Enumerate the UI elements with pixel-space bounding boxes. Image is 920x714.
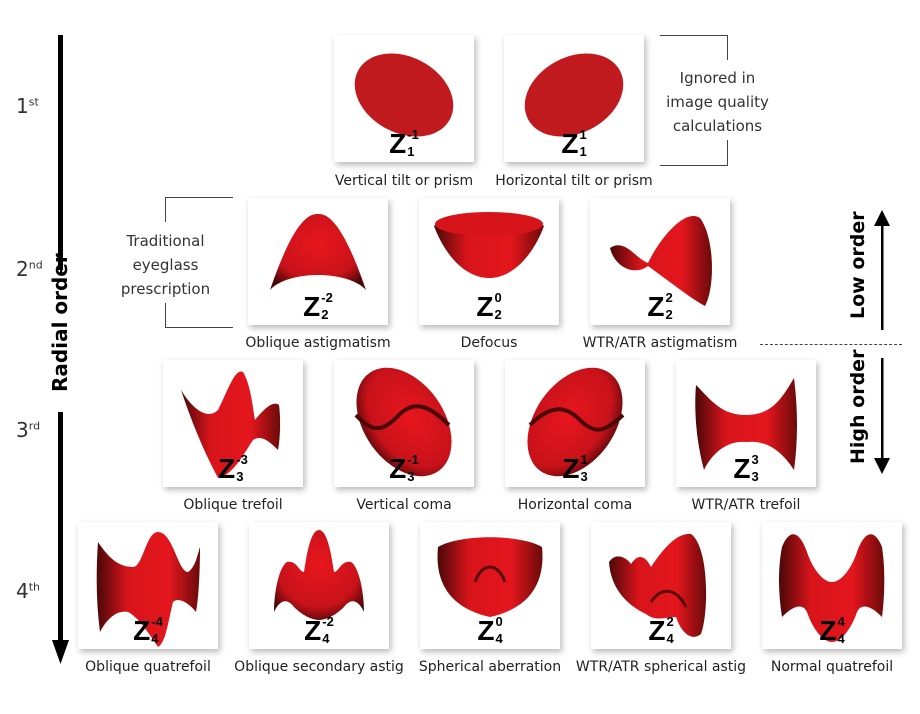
term-label: Horizontal tilt or prism — [495, 173, 653, 189]
radial-order-axis-bottom — [58, 412, 63, 647]
order-4: 4th — [16, 579, 40, 603]
spherical-aberration-surface-icon — [437, 537, 543, 617]
radial-order-title: Radial order — [48, 253, 72, 392]
ignored-note: Ignored in image quality calculations — [660, 66, 775, 138]
term-label: WTR/ATR trefoil — [691, 497, 801, 513]
order-2: 2nd — [16, 257, 43, 281]
high-order-label: High order — [847, 349, 869, 464]
term-label: Oblique astigmatism — [245, 335, 391, 351]
wtr-spherical-astig-surface-icon — [609, 533, 707, 637]
order-3: 3rd — [16, 418, 40, 442]
horizontal-coma-surface-icon — [527, 367, 625, 477]
low-order-arrow-up-icon — [874, 210, 890, 330]
traditional-note: Traditional eyeglass prescription — [108, 229, 223, 301]
defocus-surface-icon — [434, 212, 544, 278]
order-number: 1 — [16, 94, 29, 118]
note-line: calculations — [672, 117, 763, 135]
low-order-label: Low order — [847, 211, 869, 319]
order-1: 1st — [16, 94, 39, 118]
note-line: Ignored in — [679, 69, 756, 87]
term-label: Horizontal coma — [517, 497, 633, 513]
arrow-down-icon — [52, 640, 69, 664]
note-line: image quality — [666, 93, 769, 111]
low-high-divider — [760, 344, 902, 345]
order-suffix: th — [28, 580, 41, 594]
term-label: WTR/ATR astigmatism — [582, 335, 738, 351]
term-label: Oblique quatrefoil — [85, 659, 211, 675]
traditional-bracket-bottom — [165, 327, 233, 328]
term-label: Normal quatrefoil — [770, 659, 894, 675]
note-line: Traditional — [126, 232, 205, 250]
high-order-arrow-down-icon — [874, 358, 890, 474]
oblique-trefoil-surface-icon — [181, 371, 281, 478]
term-label: Spherical aberration — [418, 659, 562, 675]
note-line: eyeglass — [132, 256, 199, 274]
order-number: 2 — [16, 257, 29, 281]
oblique-quatrefoil-surface-icon — [96, 532, 200, 647]
vertical-coma-surface-icon — [354, 367, 452, 477]
term-label: Defocus — [460, 335, 518, 351]
order-suffix: rd — [28, 419, 41, 433]
ignored-bracket-bottom — [660, 165, 728, 166]
tilt-surface-icon — [354, 53, 454, 137]
normal-quatrefoil-surface-icon — [779, 534, 885, 642]
ignored-bracket-top — [660, 35, 728, 36]
order-number: 4 — [16, 579, 29, 603]
traditional-bracket-side — [165, 303, 166, 328]
note-line: prescription — [120, 280, 211, 298]
traditional-bracket-top — [165, 197, 233, 198]
term-label: Oblique secondary astig — [234, 659, 404, 675]
term-label: Vertical tilt or prism — [334, 173, 474, 189]
ignored-bracket-side — [727, 35, 728, 60]
wtr-trefoil-surface-icon — [695, 378, 797, 470]
term-label: Oblique trefoil — [183, 497, 283, 513]
order-suffix: st — [28, 95, 39, 109]
order-suffix: nd — [28, 258, 43, 272]
ignored-bracket-side — [727, 140, 728, 166]
wtr-astigmatism-surface-icon — [610, 216, 712, 306]
oblique-secondary-astig-surface-icon — [274, 530, 364, 620]
traditional-bracket-side — [165, 197, 166, 222]
order-number: 3 — [16, 418, 29, 442]
tilt-surface-icon — [524, 53, 624, 137]
term-label: WTR/ATR spherical astig — [575, 659, 747, 675]
oblique-astigmatism-surface-icon — [270, 213, 366, 290]
term-label: Vertical coma — [356, 497, 452, 513]
radial-order-axis-top — [58, 35, 63, 270]
